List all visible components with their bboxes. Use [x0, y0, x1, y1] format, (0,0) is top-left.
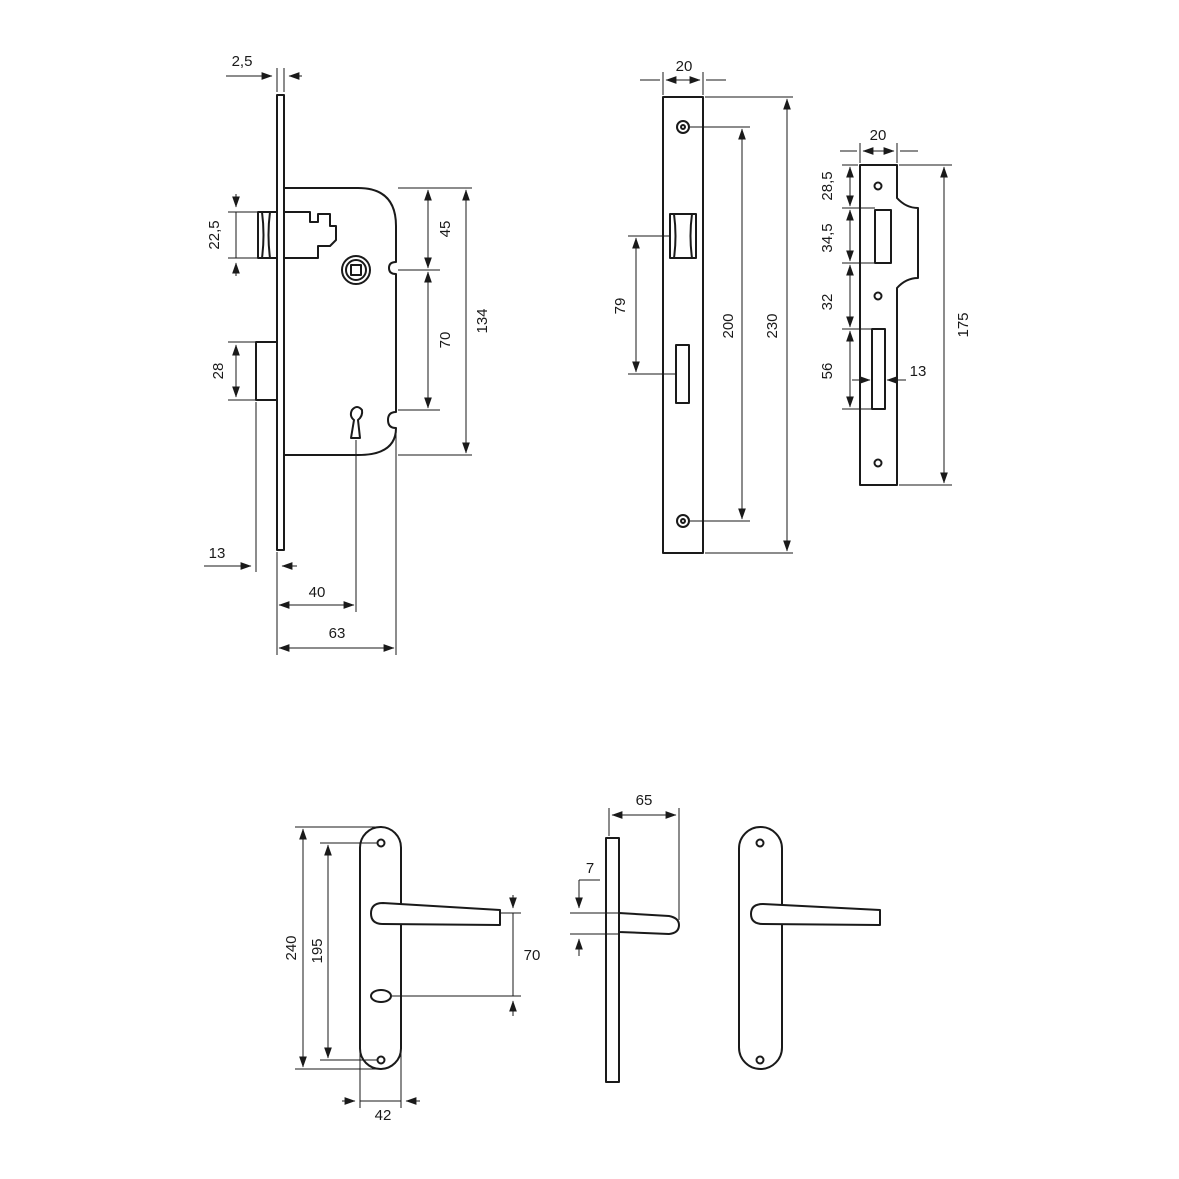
handle-front-drawing: 240 195 70 42: [283, 826, 541, 1124]
faceplate-body: [662, 96, 704, 554]
faceplate-screw-top: [676, 120, 690, 134]
dim-faceplate-offset: 13: [209, 545, 226, 562]
handle-keyhole-icon: [370, 989, 392, 1003]
handle-plain-backplate: [738, 826, 783, 1070]
strike-dimension-lines: [840, 143, 952, 486]
lock-faceplate: [276, 94, 285, 551]
dim-strike-bolt-width: 13: [910, 363, 927, 380]
dim-strike-gap: 32: [819, 294, 836, 311]
handle-screw-bottom: [376, 1055, 386, 1065]
faceplate-latch-opening: [669, 213, 697, 259]
dim-strike-length: 175: [955, 312, 972, 337]
handle-lever: [370, 902, 501, 926]
handle-screw-top: [376, 838, 386, 848]
handle-dimension-lines: [295, 826, 521, 1108]
dim-strike-bolt-opening: 56: [819, 363, 836, 380]
handle-side-dimension-lines: [570, 808, 680, 956]
strike-screw-middle: [873, 291, 883, 301]
handle-plain-lever: [750, 903, 881, 926]
dead-bolt: [255, 341, 278, 401]
dim-spindle-to-keyhole: 70: [437, 332, 454, 349]
strike-plate-drawing: 20 28,5 34,5 32 56 13 175: [819, 127, 972, 486]
handle-plain-drawing: [738, 826, 881, 1070]
dim-faceplate-width: 20: [676, 58, 693, 75]
dim-handle-plate-length: 240: [283, 935, 300, 960]
dim-lever-to-keyhole: 70: [524, 947, 541, 964]
dim-faceplate-length: 230: [764, 313, 781, 338]
handle-plain-screw-bottom: [755, 1055, 765, 1065]
strike-screw-bottom: [873, 458, 883, 468]
dim-handle-plate-width: 42: [375, 1107, 392, 1124]
dim-latch-to-spindle: 45: [437, 221, 454, 238]
dim-backset: 40: [309, 584, 326, 601]
dim-strike-width: 20: [870, 127, 887, 144]
strike-latch-opening: [874, 209, 892, 264]
latch-bolt: [257, 211, 337, 259]
faceplate-screw-bottom: [676, 514, 690, 528]
keyhole-icon: [349, 406, 364, 439]
dim-latch-to-bolt: 79: [612, 298, 629, 315]
handle-side-lever: [618, 912, 680, 935]
handle-plain-screw-top: [755, 838, 765, 848]
dim-case-height: 134: [474, 308, 491, 333]
dim-strike-latch-opening: 34,5: [819, 223, 836, 252]
dim-screw-spacing: 200: [720, 313, 737, 338]
dim-latch-height: 22,5: [206, 220, 223, 249]
handle-side-drawing: 65 7: [570, 792, 680, 1083]
strike-bolt-opening: [871, 328, 886, 410]
handle-side-plate: [605, 837, 620, 1083]
handle-backplate: [359, 826, 402, 1070]
strike-screw-top: [873, 181, 883, 191]
faceplate-dimension-lines: [628, 72, 793, 554]
faceplate-bolt-opening: [675, 344, 690, 404]
dim-case-depth: 63: [329, 625, 346, 642]
dim-faceplate-thickness: 2,5: [232, 53, 253, 70]
spindle-follower: [341, 255, 371, 285]
dim-bolt-height: 28: [210, 363, 227, 380]
faceplate-drawing: 20 79 200 230: [612, 58, 793, 554]
dim-lever-projection: 65: [636, 792, 653, 809]
dim-handle-screw-spacing: 195: [309, 938, 326, 963]
lock-body-drawing: 2,5 22,5 28 45 70 134 13 40 63: [204, 53, 491, 655]
dim-lever-thickness: 7: [586, 860, 594, 877]
lock-dimension-lines: [204, 68, 472, 655]
dim-strike-top-margin: 28,5: [819, 171, 836, 200]
